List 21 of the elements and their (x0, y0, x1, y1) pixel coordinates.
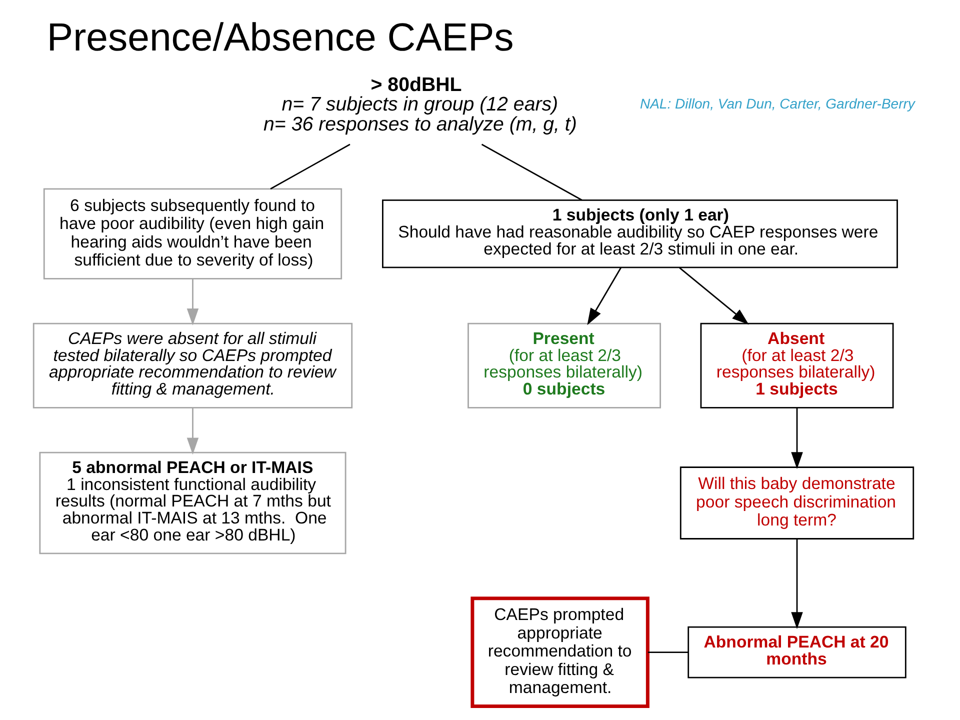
node-box: Absent (for at least 2/3 responses bilaterally) 1 subjects (700, 322, 894, 408)
connector (647, 652, 688, 654)
connector (270, 144, 350, 190)
arrow (678, 267, 748, 325)
node-box: Will this baby demonstrate poor speech discrimination long term? (679, 466, 914, 540)
node-text: > 80dBHL n= 7 subjects in group (12 ears) n= 36 responses to analyze (m, g, t) (263, 74, 576, 136)
diagram-title: Presence/Absence CAEPs (46, 16, 514, 60)
node-box: Abnormal PEACH at 20 months (687, 626, 906, 678)
arrow (186, 408, 198, 455)
arrow (790, 538, 802, 629)
connector (480, 144, 582, 201)
arrow (586, 267, 621, 326)
node-box: CAEPs prompted appropriate recommendation to review fitting & management. (470, 596, 649, 708)
label: NAL: Dillon, Van Dun, Carter, Gardner-Berry (639, 95, 914, 112)
arrow (790, 408, 802, 470)
node-box: CAEPs were absent for all stimuli tested bilaterally so CAEPs prompted appropriate recommendation to review fitting & management. (32, 322, 352, 408)
node-box: 6 subjects subsequently found to have poor audibility (even high gain hearing aids wouldn’t have been sufficient due to severity of loss) (42, 188, 342, 280)
node-box: Present (for at least 2/3 responses bilaterally) 0 subjects (467, 322, 660, 408)
arrow (186, 278, 198, 326)
node-box: 1 subjects (only 1 ear) Should have had reasonable audibility so CAEP responses were expected for at least 2/3 stimuli in one ear. (382, 199, 898, 268)
node-box: 5 abnormal PEACH or IT-MAIS 1 inconsistent functional audibility results (normal PEACH at 7 mths but abnormal IT-MAIS at 13 mths. One ear <80 one ear >80 dBHL) (38, 452, 346, 554)
